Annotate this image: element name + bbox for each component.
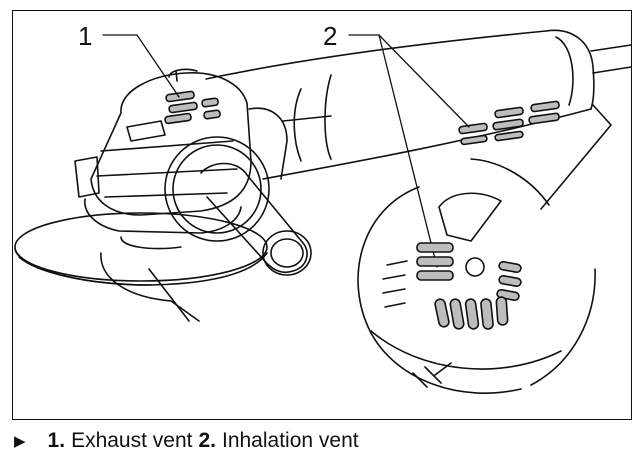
- inset-inhalation-vents: [416, 242, 522, 302]
- caption-label-inhalation-vent: Inhalation vent: [221, 429, 359, 452]
- angle-grinder-illustration: 1 2: [14, 21, 632, 394]
- leader-line-2b: [378, 34, 438, 268]
- inset-exhaust-slots: [434, 296, 509, 330]
- motor-housing: [205, 29, 632, 180]
- callout-number-2: 2: [323, 21, 337, 51]
- figure-caption: ▶ 1. Exhaust vent 2. Inhalation vent: [14, 428, 365, 454]
- caption-number-2: 2.: [198, 429, 216, 452]
- side-grip: [164, 136, 312, 276]
- caption-number-1: 1.: [47, 429, 66, 452]
- leader-line-1: [102, 34, 180, 98]
- inhalation-vents: [458, 100, 560, 146]
- triangle-right-icon: ▶: [14, 433, 26, 450]
- caption-label-exhaust-vent: Exhaust vent: [71, 429, 193, 452]
- exhaust-vents: [164, 90, 221, 125]
- wheel-guard: [14, 212, 268, 322]
- magnified-inset: [357, 104, 612, 394]
- figure-frame: 1 2: [12, 10, 632, 420]
- leader-line-2a: [348, 34, 470, 128]
- callout-leaders: [102, 34, 470, 268]
- callout-number-1: 1: [78, 21, 92, 51]
